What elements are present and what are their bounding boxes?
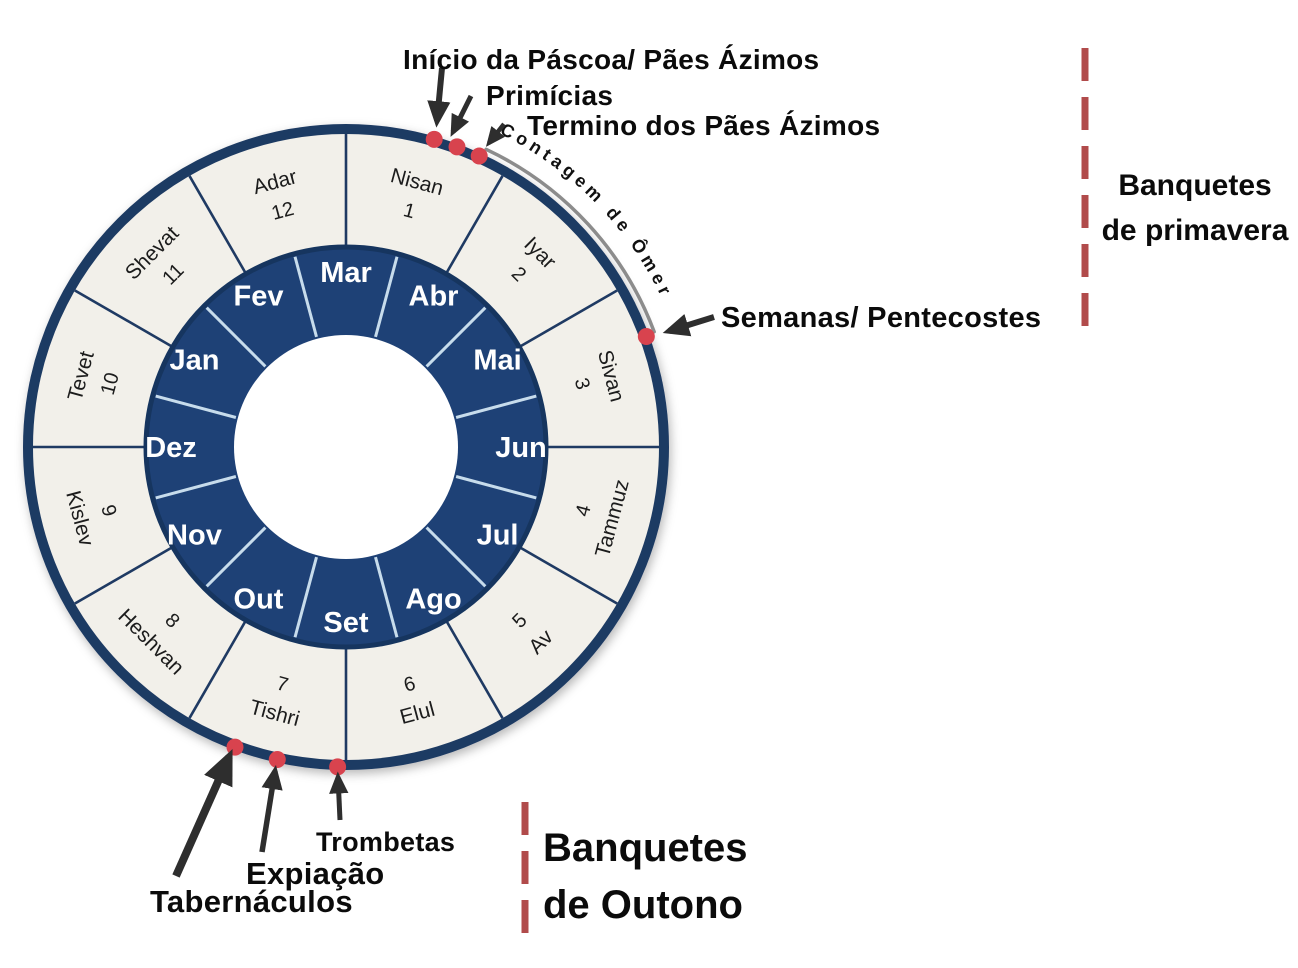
hebrew-month-number-kislev: 9	[96, 502, 120, 518]
inner-ring-divider	[205, 306, 267, 368]
feast-dot-termino-paes-azimos	[470, 147, 488, 165]
inner-ring-divider	[425, 306, 487, 368]
feast-dot-tabernaculos	[226, 738, 244, 756]
annotation-tabernaculos: Tabernáculos	[150, 884, 353, 919]
inner-ring-divider	[155, 394, 237, 419]
gregorian-month-jan: Jan	[169, 345, 219, 377]
arrow-trombetas	[329, 771, 349, 821]
annotation-trombetas: Trombetas	[316, 827, 456, 857]
gregorian-month-ago: Ago	[405, 584, 461, 616]
annotation-termino-paes-azimos: Termino dos Pães Ázimos	[527, 110, 881, 141]
gregorian-month-mar: Mar	[320, 257, 372, 289]
inner-ring-divider	[374, 256, 399, 338]
hebrew-month-number-sivan: 3	[570, 376, 594, 392]
legend-spring-line2: de primavera	[1101, 214, 1289, 247]
outer-ring-divider	[74, 546, 172, 605]
outer-ring-divider	[520, 289, 618, 348]
feast-dot-primicias	[448, 138, 466, 156]
arrow-expiacao	[259, 765, 283, 853]
outer-ring-divider	[445, 175, 504, 273]
hebrew-month-number-elul: 6	[401, 673, 417, 697]
omer-arc	[484, 147, 656, 334]
gregorian-month-jul: Jul	[477, 520, 519, 552]
gregorian-month-out: Out	[234, 584, 284, 616]
legend-spring-feasts: Banquetes de primavera	[1095, 163, 1295, 253]
annotation-semanas-pentecostes: Semanas/ Pentecostes	[721, 302, 1042, 334]
arrow-inicio-pascoa	[427, 67, 451, 128]
annotation-inicio-pascoa: Início da Páscoa/ Pães Ázimos	[403, 44, 820, 75]
arrow-tabernaculos	[172, 748, 233, 878]
inner-ring-divider	[425, 526, 487, 588]
hebrew-month-number-tammuz: 4	[572, 502, 596, 518]
arrow-termino-paes-azimos	[485, 122, 506, 147]
gregorian-month-fev: Fev	[234, 281, 284, 313]
outer-ring-divider	[188, 621, 247, 719]
gregorian-month-dez: Dez	[145, 432, 197, 464]
annotation-primicias: Primícias	[486, 80, 614, 111]
inner-ring-divider	[455, 394, 537, 419]
hebrew-month-number-nisan: 1	[401, 199, 417, 223]
inner-ring-divider	[455, 475, 537, 500]
annotation-expiacao: Expiação	[246, 856, 385, 891]
hebrew-month-number-tishri: 7	[274, 673, 290, 697]
gregorian-month-jun: Jun	[495, 432, 547, 464]
inner-ring-divider	[374, 556, 399, 638]
legend-autumn-feasts: Banquetes de Outono	[543, 820, 748, 934]
gregorian-month-mai: Mai	[473, 345, 521, 377]
feast-dot-inicio-pascoa	[425, 130, 443, 148]
inner-ring-divider	[293, 256, 318, 338]
legend-autumn-line2: de Outono	[543, 883, 743, 927]
gregorian-month-nov: Nov	[167, 520, 222, 552]
legend-spring-line1: Banquetes	[1118, 169, 1272, 202]
inner-ring-divider	[205, 526, 267, 588]
arrow-semanas-pentecostes	[662, 314, 715, 337]
outer-ring-divider	[188, 175, 247, 273]
gregorian-month-abr: Abr	[409, 281, 459, 313]
center-circle	[234, 335, 458, 559]
outer-ring-divider	[74, 289, 172, 348]
feast-dot-expiacao	[268, 751, 286, 769]
feast-dot-semanas-pentecostes	[637, 328, 655, 346]
outer-ring-divider	[520, 546, 618, 605]
arrow-primicias	[450, 94, 474, 137]
feast-dot-trombetas	[329, 758, 347, 776]
gregorian-month-set: Set	[323, 607, 368, 639]
outer-ring-divider	[445, 621, 504, 719]
legend-autumn-line1: Banquetes	[543, 826, 748, 870]
inner-ring-divider	[155, 475, 237, 500]
inner-ring-divider	[293, 556, 318, 638]
